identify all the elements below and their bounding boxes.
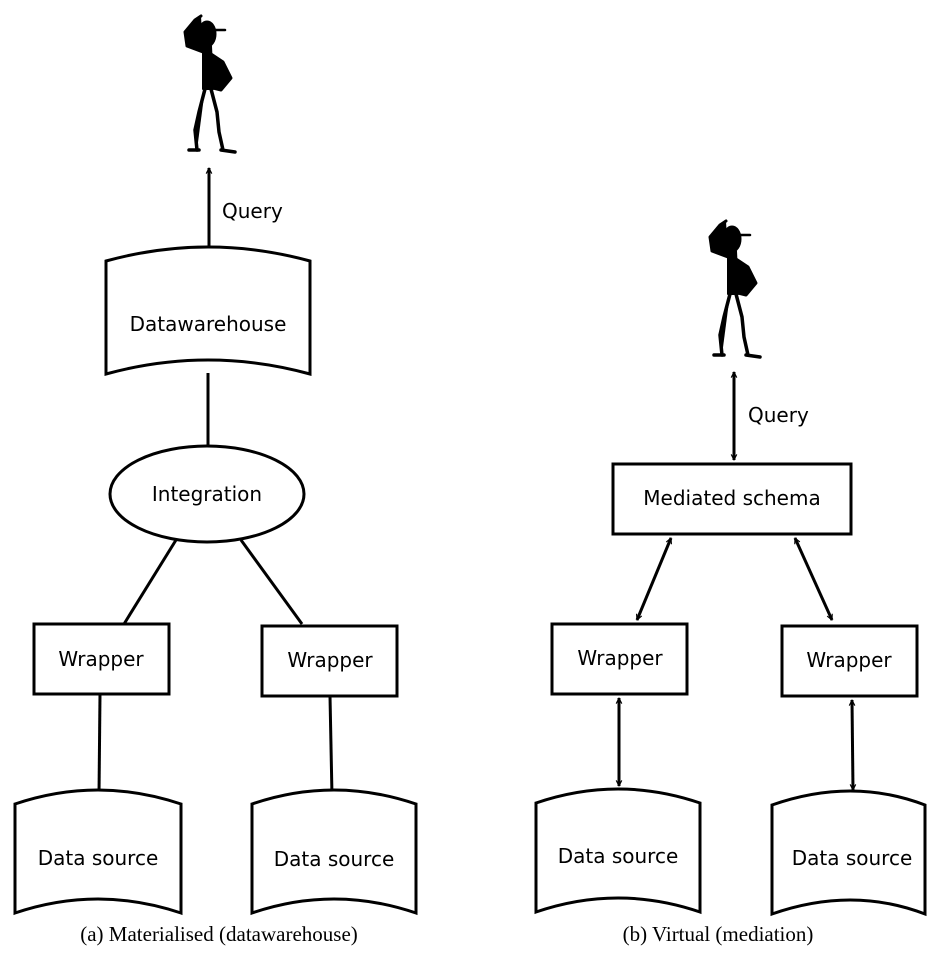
query-label: Query [748,403,809,427]
data-source-right [250,788,418,916]
data-source-right-label: Data source [274,847,395,871]
data-source-left [13,788,183,916]
datawarehouse-store [104,245,312,376]
wrapper-left-label: Wrapper [58,647,144,671]
caption-b: (b) Virtual (mediation) [623,922,814,946]
mediated-schema-box [611,462,853,536]
query-label: Query [222,199,283,223]
diagram-a: Query Datawarehouse Integration Wrapper … [13,14,418,946]
datawarehouse-label: Datawarehouse [130,312,287,336]
wrapper-source-right-arrow [852,700,853,790]
mediated-schema-label: Mediated schema [643,486,820,510]
user-icon [708,219,762,359]
data-source-right [770,789,927,917]
wrapper-left-label: Wrapper [577,646,663,670]
wrapper-right-box [260,624,399,698]
wrapper-source-right-link [328,695,334,797]
wrapper-right-label: Wrapper [806,648,892,672]
integration-wrapper-right-link [239,539,304,625]
data-source-left-label: Data source [558,844,679,868]
caption-a: (a) Materialised (datawarehouse) [80,922,358,946]
wrapper-left-box [32,622,171,696]
wrapper-right-box [780,624,919,698]
schema-wrapper-right-arrow [793,538,834,620]
user-icon [183,14,237,154]
integration-label: Integration [152,482,262,506]
wrapper-right-label: Wrapper [287,648,373,672]
integration-wrapper-left-link [122,539,178,625]
data-source-right-label: Data source [792,846,913,870]
schema-wrapper-left-arrow [635,538,673,620]
wrapper-source-left-link [97,693,102,796]
integration-node [108,444,306,544]
data-source-left-label: Data source [38,846,159,870]
diagram-b: Query Mediated schema Wrapper Wrapper Da… [534,219,927,946]
data-source-left [534,787,702,915]
wrapper-left-box [550,622,689,696]
